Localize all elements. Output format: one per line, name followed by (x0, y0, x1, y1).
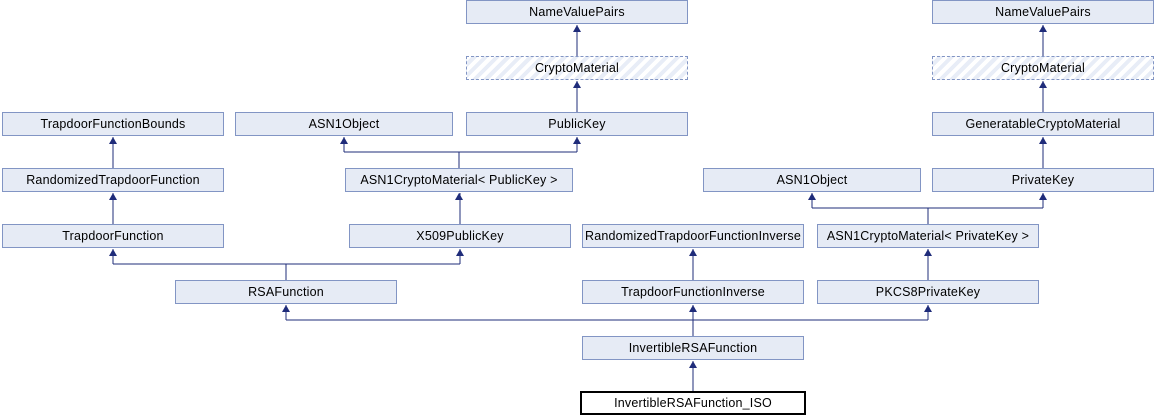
class-node-asn1_right[interactable]: ASN1Object (703, 168, 921, 192)
class-node-label: X509PublicKey (416, 229, 504, 243)
class-node-label: RandomizedTrapdoorFunctionInverse (585, 229, 801, 243)
class-node-label: NameValuePairs (529, 5, 625, 19)
class-node-label: ASN1Object (776, 173, 848, 187)
class-node-irsa_iso[interactable]: InvertibleRSAFunction_ISO (580, 391, 806, 415)
class-node-pkcs8[interactable]: PKCS8PrivateKey (817, 280, 1039, 304)
class-node-label: CryptoMaterial (1000, 61, 1086, 75)
class-node-tfb[interactable]: TrapdoorFunctionBounds (2, 112, 224, 136)
class-node-label: TrapdoorFunction (62, 229, 164, 243)
class-node-label: TrapdoorFunctionInverse (621, 285, 765, 299)
class-node-label: NameValuePairs (995, 5, 1091, 19)
class-node-asn1cm_prv[interactable]: ASN1CryptoMaterial< PrivateKey > (817, 224, 1039, 248)
class-node-gencm[interactable]: GeneratableCryptoMaterial (932, 112, 1154, 136)
class-node-label: InvertibleRSAFunction_ISO (614, 396, 772, 410)
class-node-label: GeneratableCryptoMaterial (965, 117, 1121, 131)
class-node-label: ASN1CryptoMaterial< PublicKey > (360, 173, 558, 187)
class-node-cm_right[interactable]: CryptoMaterial (932, 56, 1154, 80)
class-node-label: RSAFunction (248, 285, 324, 299)
class-node-rsa[interactable]: RSAFunction (175, 280, 397, 304)
class-node-label: TrapdoorFunctionBounds (40, 117, 186, 131)
class-node-pubkey[interactable]: PublicKey (466, 112, 688, 136)
class-node-tfi[interactable]: TrapdoorFunctionInverse (582, 280, 804, 304)
class-node-label: ASN1Object (308, 117, 380, 131)
class-node-label: CryptoMaterial (534, 61, 620, 75)
class-node-rtf[interactable]: RandomizedTrapdoorFunction (2, 168, 224, 192)
class-node-label: PublicKey (548, 117, 606, 131)
class-node-nvp_left[interactable]: NameValuePairs (466, 0, 688, 24)
class-node-cm_left[interactable]: CryptoMaterial (466, 56, 688, 80)
class-node-label: PrivateKey (1011, 173, 1075, 187)
class-node-tf[interactable]: TrapdoorFunction (2, 224, 224, 248)
class-node-asn1_left[interactable]: ASN1Object (235, 112, 453, 136)
class-node-rtfi[interactable]: RandomizedTrapdoorFunctionInverse (582, 224, 804, 248)
class-node-label: RandomizedTrapdoorFunction (26, 173, 200, 187)
class-node-nvp_right[interactable]: NameValuePairs (932, 0, 1154, 24)
class-node-privkey[interactable]: PrivateKey (932, 168, 1154, 192)
class-node-irsa[interactable]: InvertibleRSAFunction (582, 336, 804, 360)
class-node-asn1cm_pub[interactable]: ASN1CryptoMaterial< PublicKey > (345, 168, 573, 192)
class-node-x509[interactable]: X509PublicKey (349, 224, 571, 248)
class-node-label: InvertibleRSAFunction (628, 341, 758, 355)
class-node-label: PKCS8PrivateKey (875, 285, 981, 299)
class-node-label: ASN1CryptoMaterial< PrivateKey > (826, 229, 1030, 243)
